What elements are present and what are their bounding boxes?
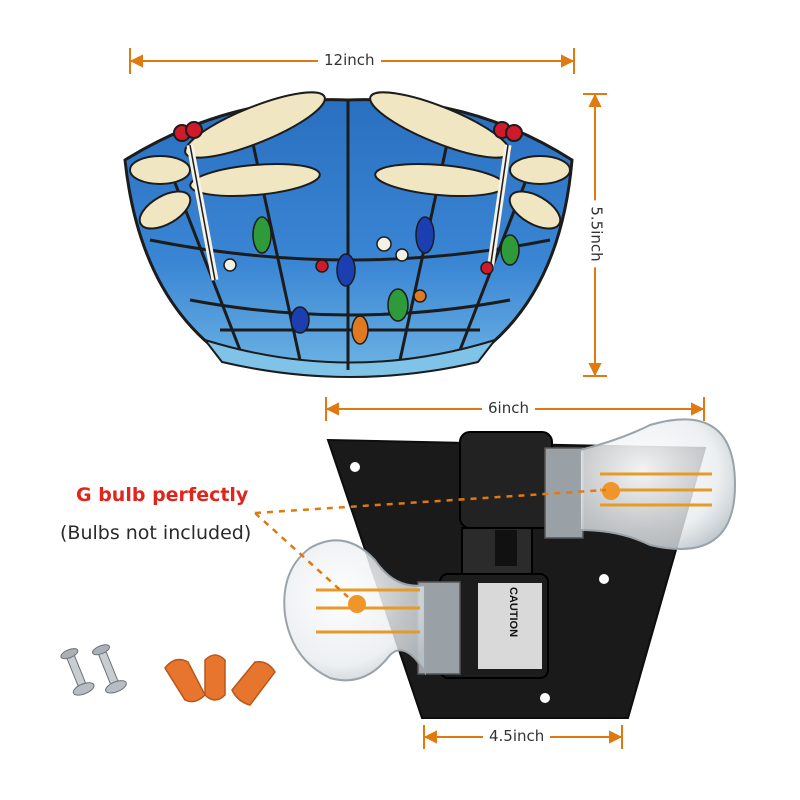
dragonfly-left: [129, 91, 326, 281]
upper-g-bulb: [544, 418, 737, 550]
plate-top-width-label: 6inch: [482, 399, 535, 417]
wire-nuts: [164, 654, 276, 706]
stained-glass-shade: [123, 91, 574, 378]
glass-jewels: [223, 216, 520, 345]
callout-subtitle: (Bulbs not included): [60, 522, 252, 544]
lower-socket: CAUTION: [439, 573, 549, 679]
callout-leader-lines: [254, 488, 607, 598]
plate-bottom-width-label: 4.5inch: [483, 727, 551, 745]
callout-title: G bulb perfectly: [76, 484, 249, 506]
shade-width-label: 12inch: [318, 51, 381, 69]
mounting-screws: [60, 644, 127, 696]
dragonfly-right: [369, 91, 571, 271]
socket-label-line1: CAUTION: [507, 587, 519, 637]
lower-g-bulb: [283, 539, 461, 682]
shade-height-label: 5.5inch: [587, 200, 606, 268]
